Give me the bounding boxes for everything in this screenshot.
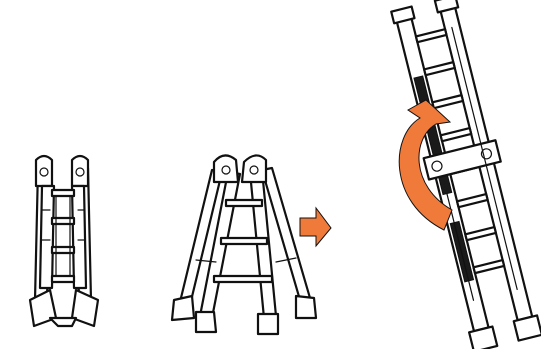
folded-ladder (28, 154, 100, 328)
extension-ladder (390, 0, 541, 349)
right-arrow-icon (299, 206, 332, 248)
curved-rotate-arrow-icon (398, 99, 453, 231)
a-frame-ladder (170, 154, 318, 336)
